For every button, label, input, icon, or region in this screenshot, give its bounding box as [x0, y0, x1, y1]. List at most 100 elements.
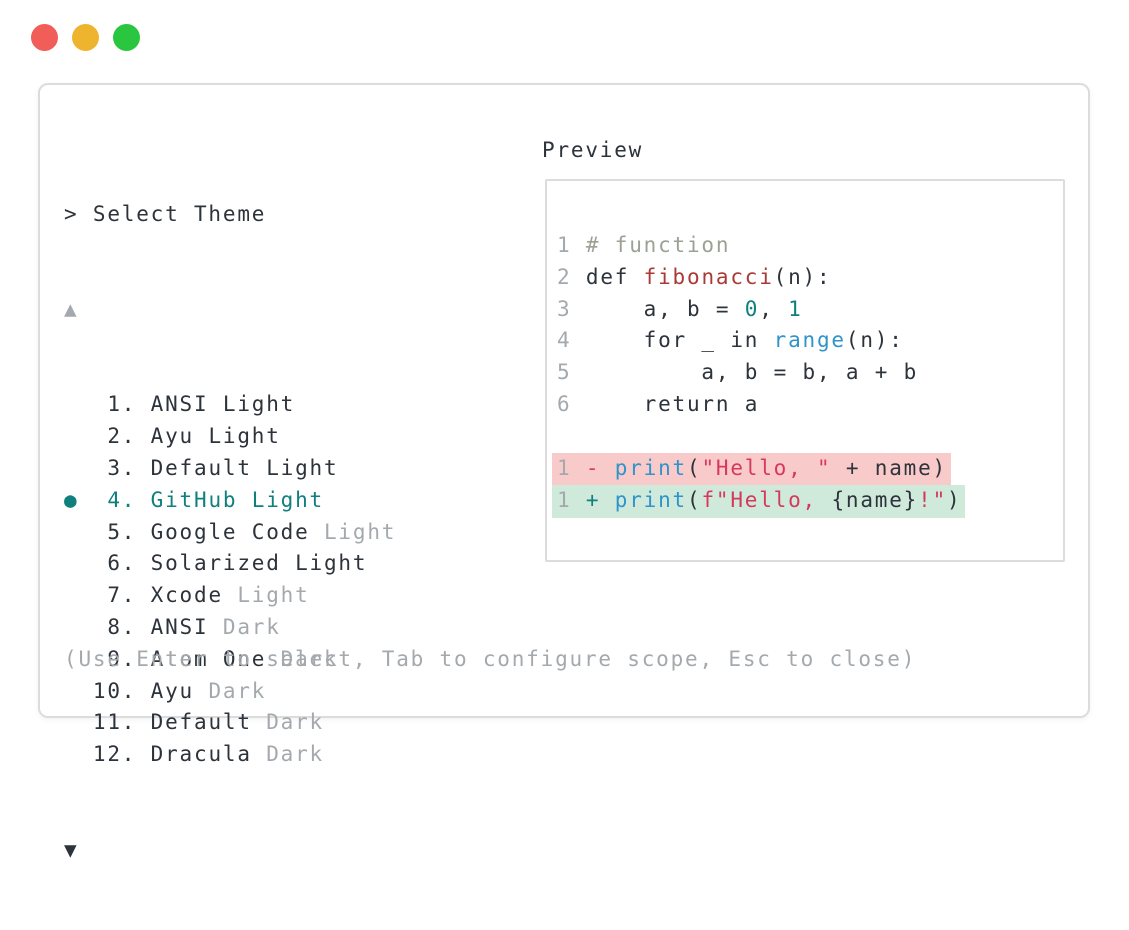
- item-name: Ayu Light: [150, 424, 281, 449]
- code-token: (n):: [845, 328, 904, 353]
- item-name: Default: [150, 710, 252, 735]
- code-token: for _ in: [585, 328, 774, 353]
- theme-selector-column: > Select Theme ▲ 1. ANSI Light 2. Ayu Li…: [64, 135, 396, 930]
- item-number: 7.: [92, 583, 151, 608]
- close-button[interactable]: [31, 24, 58, 51]
- item-number: 8.: [92, 614, 151, 639]
- code-token: range: [773, 328, 846, 353]
- prompt: > Select Theme: [64, 199, 396, 231]
- code-line-blank: [557, 421, 1063, 453]
- code-line: 3 a, b = 0, 1: [557, 294, 1063, 326]
- code-line: 2 def fibonacci(n):: [557, 262, 1063, 294]
- code-token: f"Hello,: [701, 488, 832, 513]
- minimize-button[interactable]: [72, 24, 99, 51]
- item-number: 3.: [92, 455, 151, 480]
- code-token: print: [614, 455, 687, 480]
- maximize-button[interactable]: [113, 24, 140, 51]
- item-number: 2.: [92, 424, 151, 449]
- theme-option-1[interactable]: 1. ANSI Light: [64, 389, 396, 421]
- item-name: ANSI Light: [150, 392, 296, 417]
- item-variant: Dark: [251, 742, 324, 767]
- item-name: GitHub Light: [150, 487, 324, 512]
- marker-space: [64, 742, 93, 766]
- theme-option-12[interactable]: 12. Dracula Dark: [64, 739, 396, 771]
- line-number: 1: [557, 455, 586, 480]
- theme-option-2[interactable]: 2. Ayu Light: [64, 421, 396, 453]
- scroll-down-icon: ▼: [64, 837, 79, 862]
- line-number: 2: [557, 264, 586, 289]
- preview-title: Preview: [542, 138, 644, 162]
- marker-space: [64, 456, 93, 480]
- item-variant: Light: [309, 519, 397, 544]
- code-token: # function: [585, 233, 731, 257]
- item-name: ANSI: [150, 614, 209, 639]
- item-variant: Dark: [251, 710, 324, 735]
- marker-space: [64, 520, 93, 544]
- code-token: + name): [831, 455, 947, 480]
- diff-line-added: 1 + print(f"Hello, {name}!"): [552, 485, 1063, 519]
- line-number: 1: [557, 488, 586, 513]
- item-number: 11.: [92, 710, 151, 735]
- scroll-up-indicator[interactable]: ▲: [64, 294, 396, 326]
- item-name: Ayu: [150, 678, 195, 703]
- theme-option-3[interactable]: 3. Default Light: [64, 453, 396, 485]
- item-name: Default Light: [150, 455, 339, 480]
- code-token: return a: [585, 391, 760, 416]
- code-token: (: [687, 488, 702, 513]
- code-token: ,: [759, 296, 789, 321]
- code-token: (n):: [773, 264, 832, 289]
- code-token: 0: [744, 296, 760, 321]
- window-controls: [31, 24, 140, 51]
- code-token: -: [585, 455, 615, 480]
- line-number: 3: [557, 296, 586, 321]
- theme-option-5[interactable]: 5. Google Code Light: [64, 517, 396, 549]
- theme-picker-dialog: > Select Theme ▲ 1. ANSI Light 2. Ayu Li…: [38, 83, 1090, 862]
- help-text: (Use Enter to select, Tab to configure s…: [64, 647, 917, 671]
- item-number: 6.: [92, 551, 151, 576]
- marker-space: [64, 583, 93, 607]
- prompt-text: > Select Theme: [64, 201, 267, 226]
- line-number: 1: [557, 233, 586, 257]
- theme-option-4[interactable]: ● 4. GitHub Light: [64, 485, 396, 517]
- scroll-up-icon: ▲: [64, 296, 79, 321]
- theme-option-6[interactable]: 6. Solarized Light: [64, 548, 396, 580]
- code-token: print: [614, 488, 687, 513]
- item-name: Xcode: [150, 583, 223, 608]
- theme-option-10[interactable]: 10. Ayu Dark: [64, 676, 396, 708]
- theme-option-8[interactable]: 8. ANSI Dark: [64, 612, 396, 644]
- item-name: Solarized Light: [150, 551, 368, 576]
- marker-space: [64, 392, 93, 416]
- marker-space: [64, 551, 93, 575]
- item-name: Atom One: [150, 646, 267, 671]
- line-number: 5: [557, 360, 586, 385]
- item-number: 10.: [92, 678, 151, 703]
- code-token: 1: [788, 296, 803, 321]
- item-variant: Dark: [266, 646, 339, 671]
- code-token: (: [687, 455, 702, 480]
- code-token: ): [947, 488, 962, 513]
- diff-line-removed: 1 - print("Hello, " + name): [552, 452, 1063, 486]
- item-variant: Dark: [194, 678, 267, 703]
- selection-bullet-icon: ●: [64, 487, 93, 512]
- item-number: 12.: [92, 742, 151, 767]
- marker-space: [64, 710, 93, 734]
- item-number: 9.: [92, 646, 151, 671]
- marker-space: [64, 679, 93, 703]
- code-token: a, b =: [585, 296, 745, 321]
- item-name: Dracula: [150, 742, 252, 767]
- item-variant: Dark: [208, 614, 281, 639]
- code-token: {name}: [831, 488, 919, 513]
- code-token: !": [918, 488, 948, 513]
- code-token: fibonacci: [643, 264, 774, 289]
- line-number: 4: [557, 328, 586, 353]
- theme-option-7[interactable]: 7. Xcode Light: [64, 580, 396, 612]
- scroll-down-indicator[interactable]: ▼: [64, 835, 396, 867]
- theme-option-11[interactable]: 11. Default Dark: [64, 707, 396, 739]
- code-line: 6 return a: [557, 389, 1063, 421]
- code-token: "Hello, ": [701, 455, 832, 480]
- theme-list: 1. ANSI Light 2. Ayu Light 3. Default Li…: [64, 389, 396, 771]
- theme-option-9[interactable]: 9. Atom One Dark: [64, 644, 396, 676]
- code-token: def: [585, 264, 644, 289]
- line-number: 6: [557, 391, 586, 416]
